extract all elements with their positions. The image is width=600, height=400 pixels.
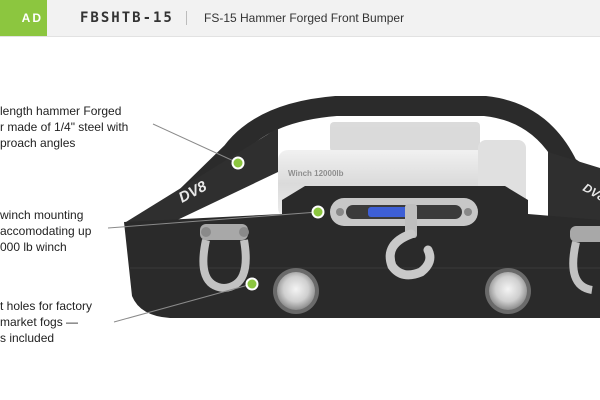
fairlead (330, 198, 478, 226)
callout-winch-mounting: winch mounting accomodating up 000 lb wi… (0, 208, 92, 254)
product-sku: FBSHTB-15 (80, 10, 174, 26)
leader-line-1 (152, 123, 239, 164)
right-end-plate (548, 152, 600, 232)
category-tag: AD (0, 0, 47, 36)
winch-hook (385, 204, 435, 280)
product-title: FS-15 Hammer Forged Front Bumper (204, 11, 405, 25)
left-end-plate (126, 128, 278, 232)
leader-line-3 (113, 283, 253, 323)
winch-label: Winch 12000lb (288, 169, 344, 178)
callout-dot-1 (231, 156, 245, 170)
callout-dot-2 (311, 205, 325, 219)
callout-dot-3 (245, 277, 259, 291)
callout-hammer-forged: length hammer Forged r made of 1/4" stee… (0, 104, 129, 150)
header-bar: AD FBSHTB-15 FS-15 Hammer Forged Front B… (0, 0, 600, 37)
fog-light-left (273, 268, 319, 314)
left-shackle (199, 224, 250, 293)
callout-fog-holes: t holes for factory market fogs — s incl… (0, 299, 93, 345)
right-shackle (569, 226, 600, 294)
bumper-body (124, 214, 600, 318)
hoop-bar (140, 96, 600, 242)
fog-light-right (485, 268, 531, 314)
leader-line-2 (107, 211, 319, 229)
header-divider (186, 11, 187, 25)
